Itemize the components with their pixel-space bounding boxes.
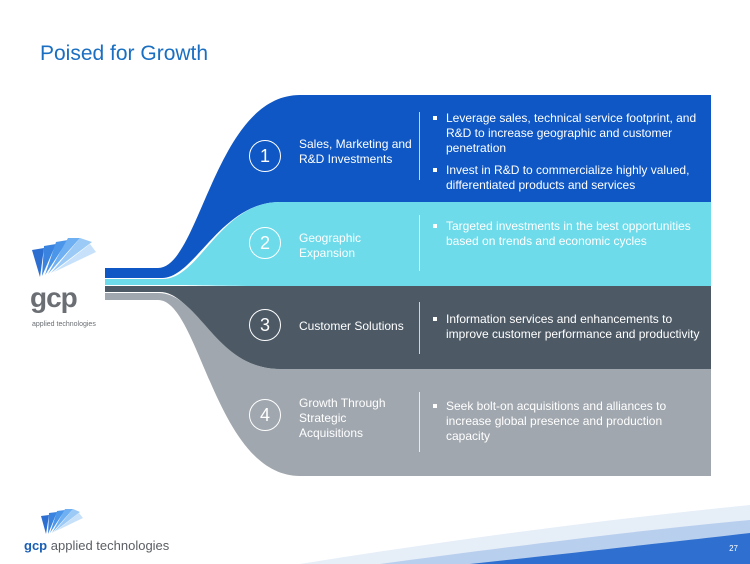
row-3-bullets: Information services and enhancements to…: [431, 312, 701, 349]
row-1-label: Sales, Marketing and R&D Investments: [299, 137, 412, 166]
gcp-logo: gcp applied technologies: [28, 232, 108, 332]
page-number: 27: [729, 544, 738, 553]
row-2-bullets: Targeted investments in the best opportu…: [431, 219, 701, 256]
row-2-divider: [419, 215, 420, 271]
row-2-number-circle: 2: [249, 227, 281, 259]
footer-brand-name: gcp: [24, 538, 48, 553]
row-3-number-circle: 3: [249, 309, 281, 341]
bullet-item: Information services and enhancements to…: [431, 312, 701, 342]
row-2-band: [105, 202, 711, 286]
row-4-bullets: Seek bolt-on acquisitions and alliances …: [431, 399, 701, 451]
row-3-label: Customer Solutions: [299, 319, 404, 333]
logo-brand-text: gcp: [30, 282, 78, 313]
row-4-label: Growth Through Strategic Acquisitions: [299, 396, 386, 440]
row-3-band: [105, 286, 711, 369]
row-4-band: [105, 293, 711, 476]
row-1-number-circle: 1: [249, 140, 281, 172]
bullet-item: Invest in R&D to commercialize highly va…: [431, 163, 701, 193]
logo-tagline-text: applied technologies: [32, 321, 96, 328]
bullet-item: Leverage sales, technical service footpr…: [431, 111, 701, 156]
row-2-label: Geographic Expansion: [299, 231, 362, 260]
footer-fan-icon: [41, 509, 83, 534]
bullet-item: Targeted investments in the best opportu…: [431, 219, 701, 249]
footer-wave-dark: [470, 533, 750, 564]
row-3-divider: [419, 302, 420, 354]
footer-brand: gcp applied technologies: [24, 538, 169, 553]
row-1-bullets: Leverage sales, technical service footpr…: [431, 111, 701, 200]
row-4-divider: [419, 392, 420, 452]
footer-logo: [40, 506, 90, 536]
row-1-divider: [419, 112, 420, 180]
logo-fan-icon: [32, 238, 96, 277]
slide-title: Poised for Growth: [40, 42, 209, 65]
bullet-item: Seek bolt-on acquisitions and alliances …: [431, 399, 701, 444]
row-1-band: [105, 95, 711, 278]
footer-tagline: applied technologies: [50, 538, 170, 553]
row-4-number-circle: 4: [249, 399, 281, 431]
